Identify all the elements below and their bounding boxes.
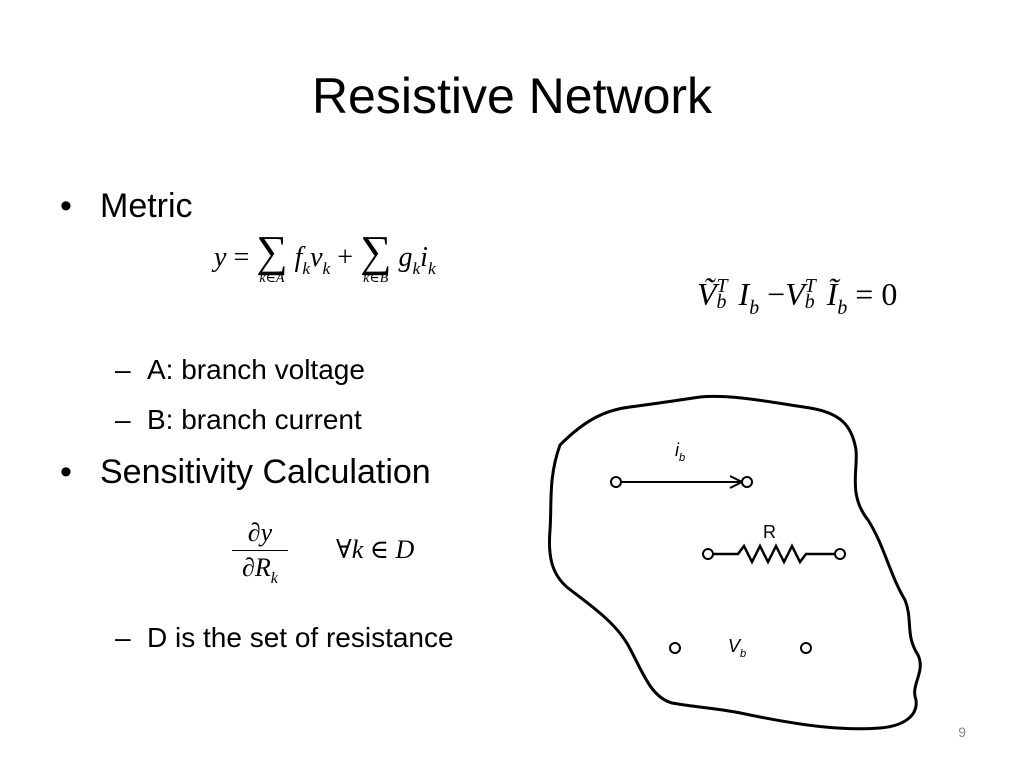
slide-title: Resistive Network [311,68,713,124]
bullet-sensitivity-label: Sensitivity Calculation [100,453,431,491]
terminal-right [741,476,753,488]
page-number: 9 [958,724,966,740]
formula-i: i [420,241,428,273]
sub-bullet-b: –B: branch current [115,404,362,435]
formula-y: y [214,241,227,273]
resistor-icon [713,543,835,565]
voltage-label: Vb [728,636,747,661]
summation-a: ∑ k∈A [256,227,288,287]
bullet-marker: • [60,187,72,225]
fraction-bar [232,550,288,551]
voltage-terminal-left [669,642,681,654]
network-boundary [548,394,922,731]
bullet-sensitivity: •Sensitivity Calculation [60,453,431,491]
sub-bullet-a: –A: branch voltage [115,354,365,385]
sub-bullet-d: –D is the set of resistance [115,622,454,653]
fraction-numerator: ∂y [247,518,273,547]
summation-b: ∑ k∈B [360,227,392,287]
summation-a-limit: k∈A [259,271,285,286]
formula-g: g [398,241,413,273]
formula-eq: = [233,241,250,273]
resistor-branch [702,543,846,565]
sub-bullet-b-label: B: branch current [147,404,362,435]
resistor-label: R [763,522,776,542]
bullet-metric: • Metric [60,186,193,226]
resistor-terminal-left [702,548,714,560]
metric-formula: y = ∑ k∈A fkvk + ∑ k∈B gkik [214,227,436,287]
bullet-metric-label: Metric [100,187,193,225]
terminal-left [610,476,622,488]
sub-bullet-d-label: D is the set of resistance [147,622,454,653]
voltage-terminal-right [800,642,812,654]
sub-bullet-a-label: A: branch voltage [147,354,365,385]
sensitivity-fraction: ∂y ∂Rk [232,518,288,588]
summation-b-limit: k∈B [363,271,389,286]
voltage-port [669,642,812,654]
fraction-denominator: ∂Rk [242,553,278,588]
resistor-terminal-right [834,548,846,560]
current-label: ib [675,440,686,465]
formula-plus: + [337,241,354,273]
formula-v: v [310,241,323,273]
current-branch [610,475,753,489]
forall-clause: ∀k ∈ D [336,535,415,564]
formula-f: f [294,241,303,273]
